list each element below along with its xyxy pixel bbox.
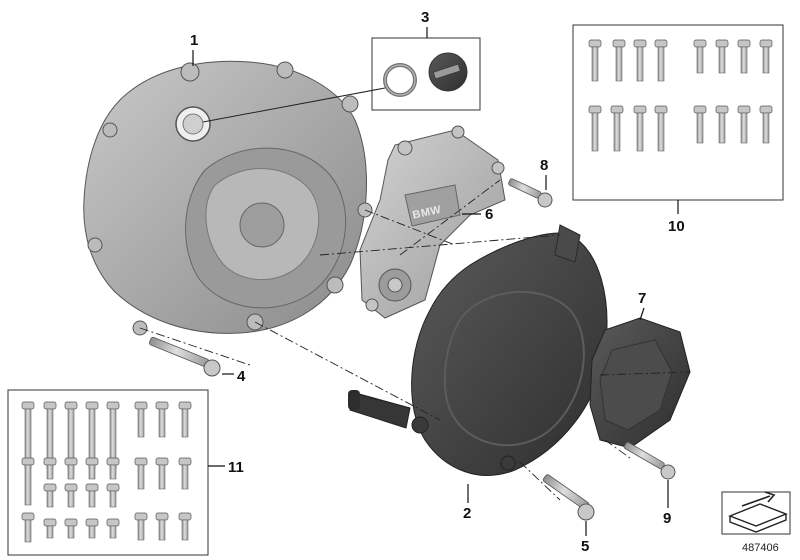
screw	[134, 457, 148, 490]
callout-1: 1	[190, 32, 198, 49]
screw	[588, 39, 602, 82]
screw	[64, 518, 78, 539]
screw	[693, 105, 707, 144]
screw-5[interactable]	[542, 474, 595, 521]
screw	[21, 457, 35, 506]
screw	[715, 105, 729, 144]
leader-line-3	[202, 87, 386, 123]
screw-set-10[interactable]	[572, 24, 784, 201]
screw	[85, 401, 99, 470]
screw	[106, 457, 120, 480]
screw	[43, 483, 57, 508]
screw	[155, 401, 169, 438]
screw-9[interactable]	[623, 441, 676, 480]
screw	[106, 483, 120, 508]
screw	[610, 105, 624, 152]
reference-box	[721, 491, 791, 535]
callout-11: 11	[228, 459, 244, 476]
callout-10: 10	[668, 218, 685, 235]
screw	[612, 39, 626, 82]
screw	[85, 483, 99, 508]
callout-7: 7	[638, 290, 646, 307]
screw	[21, 401, 35, 470]
embossed-logo: BMW	[412, 204, 443, 222]
screw	[43, 518, 57, 539]
screw	[693, 39, 707, 74]
assembly-lines	[139, 179, 691, 501]
reference-number: 487406	[742, 542, 779, 554]
screw	[715, 39, 729, 74]
screw	[737, 39, 751, 74]
callout-3: 3	[421, 9, 429, 26]
screw	[43, 457, 57, 480]
screw	[633, 105, 647, 152]
screw	[178, 457, 192, 490]
screw-4[interactable]	[148, 336, 221, 377]
screw	[134, 512, 148, 541]
screw	[106, 401, 120, 470]
screw	[85, 457, 99, 480]
screw	[654, 39, 668, 82]
callout-6: 6	[485, 206, 493, 223]
callout-2: 2	[463, 505, 471, 522]
screw	[633, 39, 647, 82]
callout-9: 9	[663, 510, 671, 527]
screw	[134, 401, 148, 438]
small-cover[interactable]	[589, 317, 691, 449]
screw	[106, 518, 120, 539]
screw	[588, 105, 602, 152]
sealing-ring-and-plug-set[interactable]	[371, 37, 481, 111]
screw	[43, 401, 57, 470]
screw	[737, 105, 751, 144]
screw	[85, 518, 99, 539]
screw	[178, 512, 192, 541]
screw	[759, 39, 773, 74]
screw	[21, 512, 35, 543]
screw	[155, 512, 169, 541]
callout-8: 8	[540, 157, 548, 174]
screw	[759, 105, 773, 144]
screw-8[interactable]	[508, 178, 553, 208]
screw	[654, 105, 668, 152]
callout-5: 5	[581, 538, 589, 555]
protective-cover[interactable]	[348, 224, 608, 476]
screw	[64, 457, 78, 480]
screw-set-11[interactable]	[7, 389, 209, 556]
callout-4: 4	[237, 368, 246, 385]
screw	[178, 401, 192, 438]
screw	[155, 457, 169, 490]
screw	[64, 483, 78, 508]
cover-with-logo[interactable]: BMW	[359, 125, 506, 319]
clutch-cover[interactable]	[83, 60, 373, 336]
